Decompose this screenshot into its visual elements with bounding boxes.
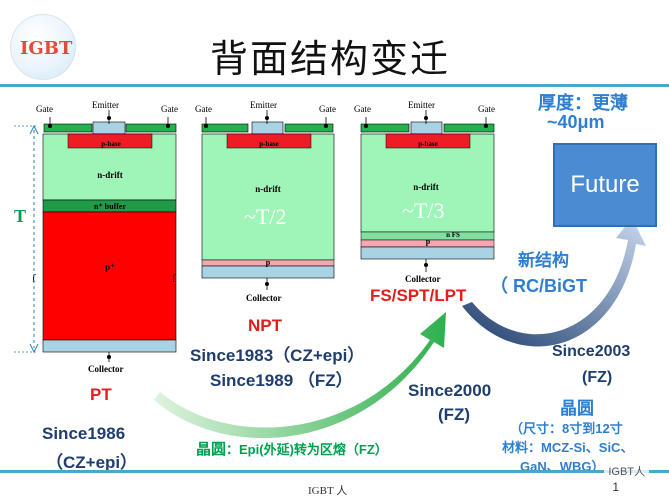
pt-emitter-label: Emitter	[92, 100, 119, 110]
npt-gate-right-label: Gate	[319, 104, 336, 114]
pt-gate-left	[43, 123, 93, 133]
pt-gate-right	[125, 123, 177, 133]
future-new-structure: 新结构	[518, 251, 569, 270]
future-rc-bigt: （ RC/BiGT	[490, 276, 587, 296]
pt-gate-right-label: Gate	[161, 104, 178, 114]
npt-collector-label: Collector	[246, 293, 282, 303]
pt-process: （CZ+epi）	[46, 453, 138, 472]
fs-name: FS/SPT/LPT	[370, 286, 467, 305]
pt-device: ſ ſ	[14, 110, 177, 362]
page-title: 背面结构变迁	[210, 37, 451, 81]
npt-device	[201, 110, 335, 290]
fs-emitter-label: Emitter	[408, 100, 435, 110]
svg-text:ſ: ſ	[172, 271, 176, 285]
wafer-note-text: ：Epi(外延)转为区熔（FZ）	[226, 442, 388, 457]
fs-since: Since2000	[408, 381, 492, 400]
future-thickness-1: 厚度：更薄	[538, 93, 628, 113]
fs-pbase-label: p-base	[418, 140, 438, 148]
fs-player-label: p	[425, 237, 431, 246]
npt-collector-metal	[201, 265, 335, 279]
page-number: 1	[612, 480, 619, 494]
fs-collector-metal	[360, 246, 495, 260]
npt-drift-label: n-drift	[255, 184, 281, 194]
pt-collector-label: Collector	[88, 364, 124, 374]
fs-nfs-label: n FS	[446, 231, 460, 239]
pt-pbase-label: p-base	[101, 140, 121, 148]
fs-drift	[360, 133, 495, 233]
future-since: Since2003	[552, 343, 631, 360]
wafer-note: 晶圆：Epi(外延)转为区熔（FZ）	[196, 438, 388, 459]
pt-name: PT	[90, 385, 112, 404]
fs-gate-left-label: Gate	[354, 104, 371, 114]
npt-pbase-label: p-base	[259, 140, 279, 148]
future-material-1: 材料：MCZ-Si、SiC、	[502, 440, 634, 455]
future-box: Future	[553, 143, 657, 227]
watermark: IGBT人	[604, 462, 649, 480]
npt-drift	[201, 133, 335, 261]
pt-buffer-label: n⁺ buffer	[94, 202, 126, 211]
fs-thickness-label: ~T/3	[402, 198, 445, 223]
fs-gate-right-label: Gate	[478, 104, 495, 114]
fs-collector-label: Collector	[405, 274, 441, 284]
pt-drift-label: n-drift	[97, 170, 123, 180]
npt-since-2: Since1989 （FZ）	[210, 371, 353, 390]
future-thickness-2: ~40μm	[547, 112, 605, 132]
pt-pplus-label: p⁺	[105, 262, 115, 272]
igbt-logo	[10, 14, 76, 80]
npt-since-1: Since1983（CZ+epi）	[190, 346, 365, 365]
npt-pbase	[226, 133, 312, 149]
logo-text: IGBT	[20, 38, 73, 59]
npt-player-label: p	[265, 258, 271, 267]
fs-device	[360, 110, 495, 272]
npt-name: NPT	[248, 316, 282, 335]
npt-gate-left-label: Gate	[195, 104, 212, 114]
pt-collector-metal	[42, 339, 177, 353]
svg-text:ſ: ſ	[32, 271, 36, 285]
npt-emitter-label: Emitter	[250, 100, 277, 110]
footer-divider	[0, 470, 669, 473]
pt-pplus	[42, 211, 177, 341]
fs-pbase	[385, 133, 471, 149]
fs-drift-label: n-drift	[413, 182, 439, 192]
pt-since: Since1986	[42, 424, 126, 443]
footer-text: IGBT 人	[308, 485, 348, 497]
wafer-note-prefix: 晶圆	[196, 441, 227, 458]
pt-gate-left-label: Gate	[36, 104, 53, 114]
fs-process: (FZ)	[438, 405, 471, 424]
future-process: (FZ)	[582, 369, 613, 386]
future-wafer-title: 晶圆	[560, 399, 594, 418]
title-divider	[0, 84, 669, 87]
pt-thickness-label: T	[14, 206, 27, 226]
future-size: （尺寸：8寸到12寸	[510, 421, 623, 436]
blue-curved-arrow	[462, 218, 646, 347]
npt-thickness-label: ~T/2	[244, 204, 287, 229]
